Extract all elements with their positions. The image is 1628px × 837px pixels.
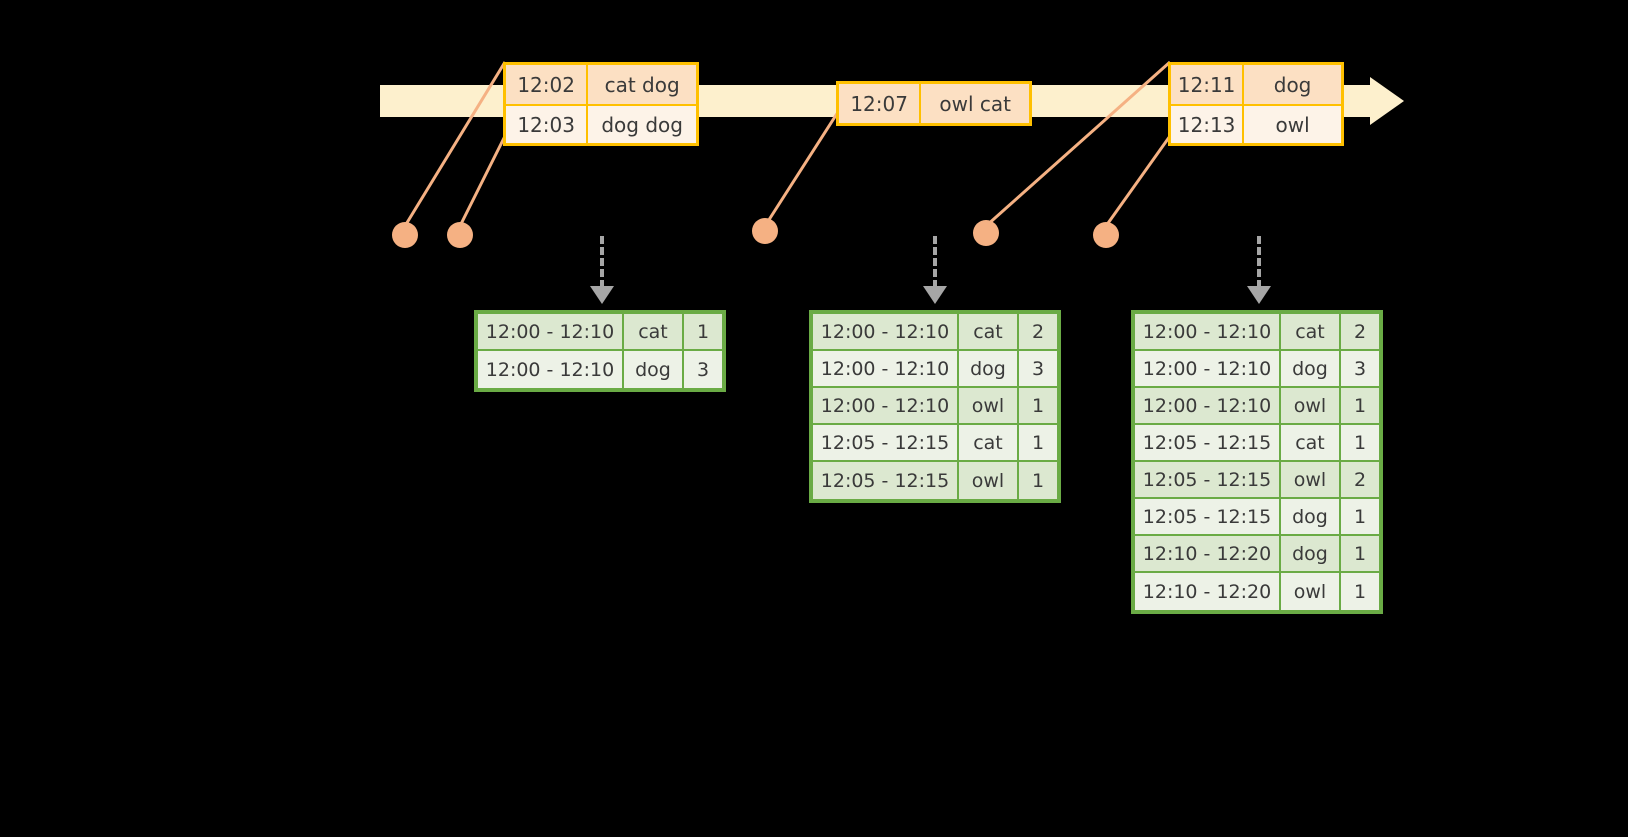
arrow-shaft xyxy=(600,236,604,288)
connector-line-2 xyxy=(458,135,507,227)
key-cell: owl xyxy=(1281,462,1341,497)
window-cell: 12:05 - 12:15 xyxy=(1135,462,1281,497)
event-group-2[interactable]: 12:07 owl cat xyxy=(836,81,1032,126)
event-dot-2 xyxy=(447,222,473,248)
event-row: 12:03 dog dog xyxy=(506,104,696,143)
count-cell: 2 xyxy=(1019,314,1057,349)
arrow-head xyxy=(590,286,614,304)
key-cell: owl xyxy=(959,462,1019,499)
event-dot-1 xyxy=(392,222,418,248)
event-row: 12:07 owl cat xyxy=(839,84,1029,123)
count-cell: 1 xyxy=(1341,573,1379,610)
arrow-head xyxy=(1247,286,1271,304)
window-cell: 12:00 - 12:10 xyxy=(813,314,959,349)
event-time: 12:03 xyxy=(506,106,589,143)
event-words: owl cat xyxy=(921,84,1029,123)
event-time: 12:13 xyxy=(1171,106,1245,143)
key-cell: dog xyxy=(1281,499,1341,534)
key-cell: owl xyxy=(959,388,1019,423)
window-cell: 12:05 - 12:15 xyxy=(813,425,959,460)
event-words: cat dog xyxy=(588,65,696,104)
event-words: dog dog xyxy=(588,106,696,143)
arrow-head xyxy=(923,286,947,304)
event-time: 12:02 xyxy=(506,65,589,104)
key-cell: cat xyxy=(959,314,1019,349)
window-cell: 12:00 - 12:10 xyxy=(813,351,959,386)
count-cell: 1 xyxy=(1019,462,1057,499)
count-cell: 1 xyxy=(1019,425,1057,460)
window-cell: 12:05 - 12:15 xyxy=(1135,425,1281,460)
event-dot-4 xyxy=(973,220,999,246)
event-row: 12:11 dog xyxy=(1171,65,1341,104)
key-cell: dog xyxy=(1281,536,1341,571)
count-cell: 3 xyxy=(1019,351,1057,386)
window-cell: 12:10 - 12:20 xyxy=(1135,536,1281,571)
key-cell: dog xyxy=(624,351,684,388)
connector-line-3 xyxy=(763,111,840,227)
key-cell: cat xyxy=(1281,425,1341,460)
event-words: dog xyxy=(1244,65,1341,104)
count-cell: 2 xyxy=(1341,462,1379,497)
event-dot-3 xyxy=(752,218,778,244)
arrow-shaft xyxy=(1257,236,1261,288)
count-cell: 3 xyxy=(684,351,722,388)
event-time: 12:11 xyxy=(1171,65,1245,104)
key-cell: dog xyxy=(1281,351,1341,386)
arrow-shaft xyxy=(933,236,937,288)
count-cell: 1 xyxy=(1341,536,1379,571)
window-cell: 12:00 - 12:10 xyxy=(478,314,624,349)
event-words: owl xyxy=(1244,106,1341,143)
count-cell: 1 xyxy=(1341,425,1379,460)
count-cell: 3 xyxy=(1341,351,1379,386)
event-time: 12:07 xyxy=(839,84,922,123)
count-cell: 1 xyxy=(1341,499,1379,534)
key-cell: owl xyxy=(1281,388,1341,423)
event-row: 12:02 cat dog xyxy=(506,65,696,104)
window-cell: 12:00 - 12:10 xyxy=(813,388,959,423)
event-group-1[interactable]: 12:02 cat dog 12:03 dog dog xyxy=(503,62,699,146)
count-cell: 1 xyxy=(684,314,722,349)
count-cell: 1 xyxy=(1341,388,1379,423)
key-cell: owl xyxy=(1281,573,1341,610)
count-cell: 2 xyxy=(1341,314,1379,349)
key-cell: cat xyxy=(1281,314,1341,349)
event-group-3[interactable]: 12:11 dog 12:13 owl xyxy=(1168,62,1344,146)
window-cell: 12:00 - 12:10 xyxy=(478,351,624,388)
window-cell: 12:00 - 12:10 xyxy=(1135,314,1281,349)
count-cell: 1 xyxy=(1019,388,1057,423)
window-cell: 12:05 - 12:15 xyxy=(813,462,959,499)
key-cell: cat xyxy=(959,425,1019,460)
window-cell: 12:00 - 12:10 xyxy=(1135,388,1281,423)
window-cell: 12:05 - 12:15 xyxy=(1135,499,1281,534)
connector-line-5 xyxy=(1104,135,1172,227)
timeline-arrowhead-icon xyxy=(1370,77,1404,125)
window-cell: 12:10 - 12:20 xyxy=(1135,573,1281,610)
event-row: 12:13 owl xyxy=(1171,104,1341,143)
window-cell: 12:00 - 12:10 xyxy=(1135,351,1281,386)
key-cell: cat xyxy=(624,314,684,349)
event-dot-5 xyxy=(1093,222,1119,248)
key-cell: dog xyxy=(959,351,1019,386)
